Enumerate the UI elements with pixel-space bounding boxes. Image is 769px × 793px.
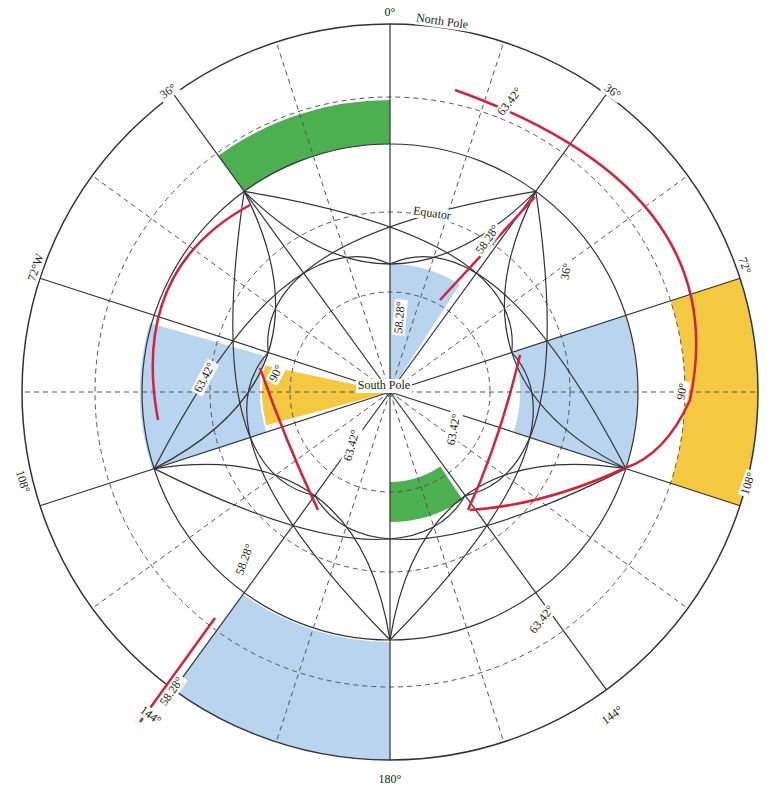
red-path — [153, 205, 250, 420]
angle-label: 36° — [156, 81, 181, 104]
angle-label: 63.42° — [341, 427, 363, 465]
great-circle-arc — [154, 469, 465, 540]
shaded-sector — [174, 594, 390, 760]
great-circle-arc — [244, 191, 536, 264]
meridian-dashed — [390, 392, 688, 608]
angle-label: North Pole — [413, 12, 471, 33]
angle-label: 108° — [12, 467, 33, 497]
red-path — [468, 355, 520, 510]
great-circle-arc — [154, 191, 275, 468]
outer-circle — [22, 24, 758, 760]
great-circle-arc — [244, 191, 512, 352]
red-path — [140, 618, 215, 722]
meridian-line — [390, 278, 740, 392]
great-circle-arc — [465, 191, 547, 495]
meridian-line — [40, 278, 390, 392]
angle-label: 63.42° — [526, 602, 558, 638]
angle-label: 144° — [135, 703, 164, 729]
angle-label: 0° — [383, 6, 398, 19]
meridian-line — [389, 24, 390, 392]
angle-label: 144° — [597, 703, 626, 729]
meridian-dashed — [22, 392, 390, 393]
meridian-dashed — [390, 392, 504, 742]
meridian-line — [40, 392, 390, 506]
angle-label: 180° — [377, 773, 404, 786]
angle-label: Equator — [410, 205, 453, 224]
great-circle-arc — [268, 191, 536, 352]
red-path — [470, 468, 625, 510]
meridian-line — [389, 392, 390, 760]
meridian-dashed — [390, 42, 504, 392]
great-circle-arc — [247, 352, 390, 640]
meridian-line — [174, 94, 390, 392]
angle-label: 36° — [600, 81, 625, 104]
meridian-dashed — [276, 42, 390, 392]
meridian-line — [390, 392, 740, 506]
angle-label: 58.28° — [233, 541, 258, 579]
angle-label: South Pole — [356, 379, 412, 392]
meridian-dashed — [92, 392, 390, 608]
angle-label: 63.42° — [494, 84, 526, 120]
red-path — [440, 197, 535, 300]
meridian-line — [390, 94, 606, 392]
meridian-dashed — [276, 392, 390, 742]
great-circle-arc — [233, 191, 315, 495]
angle-label: 36° — [558, 261, 575, 284]
great-circle-arc — [504, 191, 625, 468]
great-circle-arc — [390, 352, 533, 640]
great-circle-arc — [390, 257, 626, 469]
red-path — [260, 368, 318, 510]
red-path — [455, 90, 696, 468]
angle-label: 58.28° — [472, 222, 503, 259]
meridian-dashed — [92, 176, 390, 392]
meridian-dashed — [390, 176, 688, 392]
angle-label: 72° — [735, 254, 754, 278]
meridian-dashed — [390, 392, 758, 393]
angle-label: 63.42° — [444, 411, 463, 449]
great-circle-arc — [154, 257, 390, 469]
